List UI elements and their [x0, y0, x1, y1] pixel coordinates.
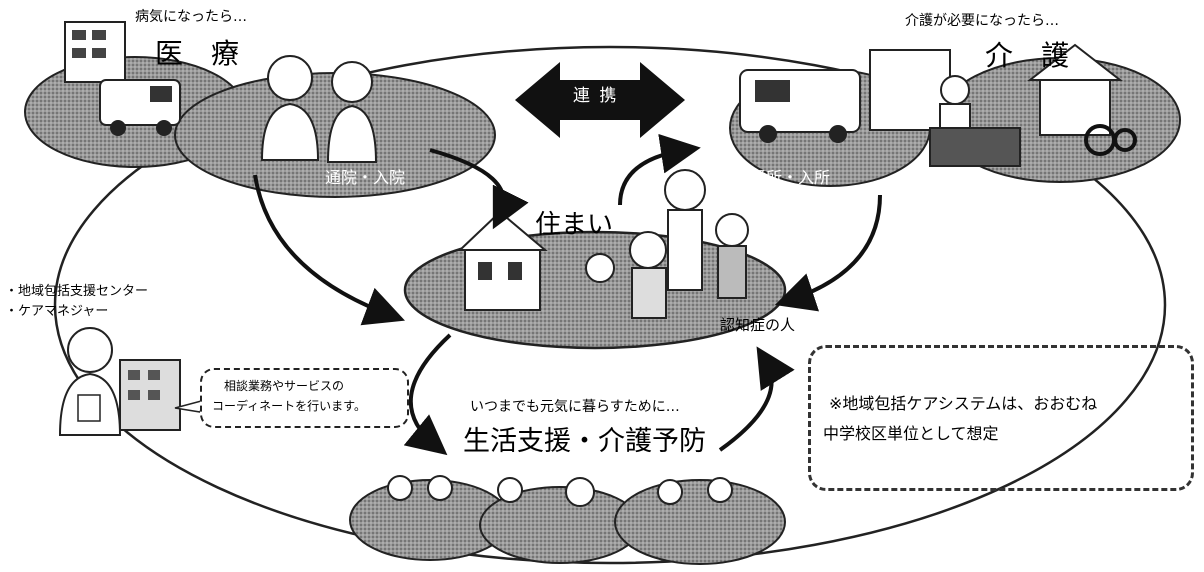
medical-title: 医 療: [155, 37, 240, 70]
link-label: 連 携: [573, 86, 619, 106]
consult-bubble: 相談業務やサービスの コーディネートを行います。: [200, 368, 409, 428]
note-line2: 中学校区単位として想定: [823, 424, 999, 443]
medical-caption: 病気になったら…: [135, 9, 247, 25]
arrow-medical-to-housing: [253, 174, 405, 326]
medical-access-label: 通院・入院: [325, 168, 406, 187]
housing-group: [403, 169, 787, 350]
care-caption: 介護が必要になったら…: [905, 13, 1059, 29]
medical-group: [24, 21, 496, 198]
arrow-housing-to-support: [403, 333, 452, 456]
care-manager-icon: [58, 327, 122, 436]
support-title: 生活支援・介護予防: [463, 426, 706, 457]
support-center-building-icon: [119, 359, 181, 431]
arrow-housing-to-medical: [429, 148, 529, 230]
hospital-building-icon: [64, 21, 126, 83]
care-access-label: 通所・入所: [750, 168, 831, 187]
care-manager-label: ・ケアマネジャー: [5, 304, 109, 319]
note-box: ※地域包括ケアシステムは、おおむね 中学校区単位として想定: [808, 345, 1194, 491]
doctor-icon: [260, 55, 320, 161]
consult-bubble-line1: 相談業務やサービスの: [224, 379, 345, 393]
link-double-arrow: [515, 62, 685, 138]
nurse-icon: [326, 61, 378, 163]
support-center-label: ・地域包括支援センター: [5, 284, 149, 299]
support-caption: いつまでも元気に暮らすために…: [470, 399, 680, 415]
elderly-people-icon: [585, 169, 749, 319]
caregiver-icon: [929, 75, 1021, 167]
elderly-group-icon: [387, 475, 733, 507]
support-oval-3: [614, 479, 786, 565]
arrow-support-to-housing: [718, 346, 795, 452]
consult-bubble-line2: コーディネートを行います。: [212, 399, 366, 413]
care-van-icon: [739, 69, 861, 143]
outer-ring: [53, 45, 1167, 565]
house-icon: [457, 210, 548, 311]
ambulance-icon: [99, 79, 181, 136]
housing-title: 住まい: [535, 210, 614, 240]
dementia-label: 認知症の人: [720, 316, 796, 334]
arrow-care-to-housing: [774, 194, 882, 312]
care-group: [729, 43, 1181, 187]
care-manager-group: [58, 327, 181, 436]
care-title: 介 護: [985, 39, 1070, 72]
support-group: [349, 475, 786, 565]
wheelchair-icon: [1084, 124, 1137, 156]
arrow-housing-to-care: [618, 133, 701, 206]
note-line1: ※地域包括ケアシステムは、おおむね: [829, 394, 1098, 413]
